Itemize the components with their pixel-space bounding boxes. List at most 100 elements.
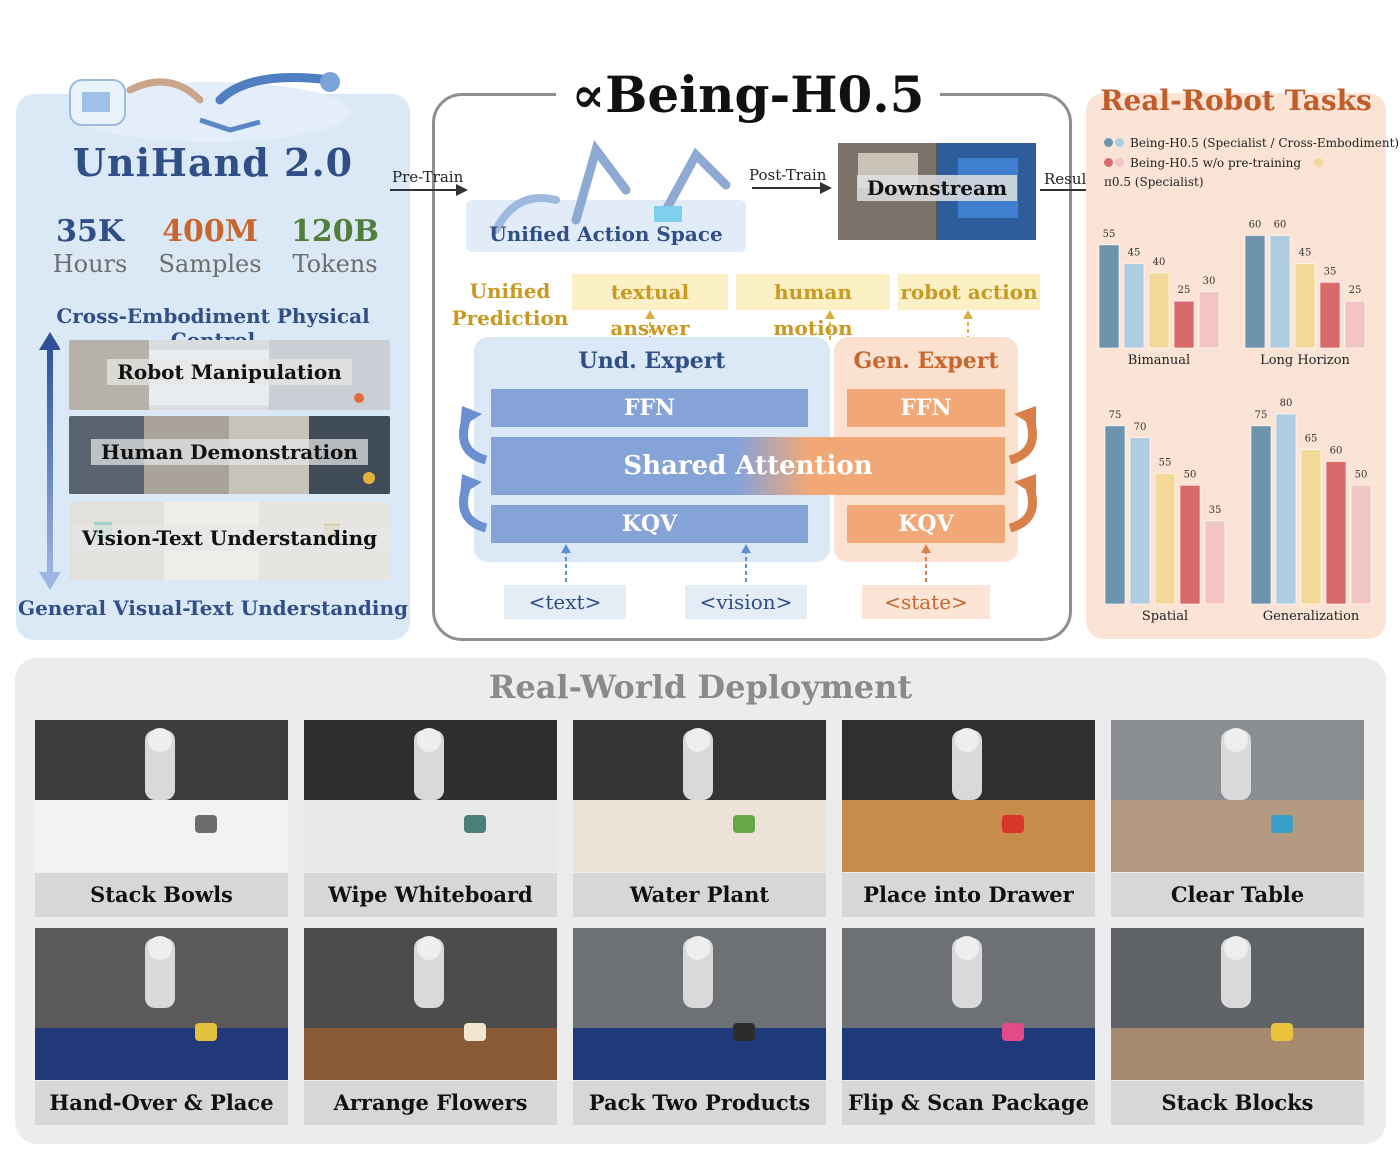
vision-text-label: Vision-Text Understanding (71, 525, 388, 551)
task-caption: Stack Bowls (35, 873, 288, 917)
task-image (842, 928, 1095, 1080)
hands-illustration (69, 72, 350, 142)
deployment-title: Real-World Deployment (488, 668, 913, 706)
legend-label: Being-H0.5 (Specialist / Cross-Embodimen… (1130, 136, 1400, 150)
task-image (304, 720, 557, 872)
chart-bar (1250, 425, 1272, 605)
unified-action-space-label: Unified Action Space (489, 222, 723, 246)
bar-value-label: 50 (1355, 469, 1368, 480)
proportional-icon: ∝ (571, 65, 606, 124)
being-title: ∝Being-H0.5 (556, 62, 940, 132)
chart-bar (1344, 300, 1366, 349)
legend-dot-icon (1104, 138, 1113, 147)
und-ffn-block: FFN (491, 389, 808, 427)
bar-value-label: 60 (1249, 220, 1262, 231)
unihand-title: UniHand 2.0 (72, 140, 354, 185)
input-arrows (561, 544, 931, 582)
chart-bar (1269, 235, 1291, 349)
gen-kqv-block: KQV (847, 505, 1005, 543)
chart-bar (1173, 300, 1195, 349)
gen-expert-title: Gen. Expert (853, 348, 999, 374)
bar-value-label: 45 (1299, 248, 1312, 259)
chart-bar (1129, 437, 1151, 605)
robot-manipulation-strip: Robot Manipulation (69, 340, 390, 410)
human-demonstration-strip: Human Demonstration (69, 416, 390, 494)
task-caption: Clear Table (1111, 873, 1364, 917)
chart-bar (1104, 425, 1126, 605)
being-title-text: Being-H0.5 (605, 65, 925, 124)
chart-bar (1319, 282, 1341, 349)
chart-bar (1098, 244, 1120, 349)
task-caption: Wipe Whiteboard (304, 873, 557, 917)
legend-dot-icon (1104, 158, 1113, 167)
legend-dot-icon (1115, 138, 1124, 147)
bar-value-label: 75 (1255, 410, 1268, 421)
chart-bar (1325, 461, 1347, 605)
unified-prediction-label: Unified Prediction (451, 279, 569, 330)
legend-label: Being-H0.5 w/o pre-training (1130, 156, 1302, 170)
posttrain-arrow-icon (752, 182, 832, 194)
robot-arms-illustration (466, 140, 746, 252)
human-motion-tag: human motion (736, 274, 890, 340)
bar-value-label: 80 (1280, 398, 1293, 409)
posttrain-label: Post-Train (749, 166, 827, 184)
task-image (304, 928, 557, 1080)
gen-residual-arrows (1008, 406, 1037, 533)
task-image (842, 720, 1095, 872)
stat-hours-label: Hours (52, 250, 128, 278)
task-caption: Stack Blocks (1111, 1081, 1364, 1125)
bar-value-label: 25 (1178, 285, 1191, 296)
stat-samples-value: 400M (162, 214, 258, 249)
und-residual-arrows (459, 406, 488, 533)
general-visual-text-label: General Visual-Text Understanding (17, 596, 408, 620)
chart-bar (1198, 291, 1220, 349)
task-caption: Flip & Scan Package (842, 1081, 1095, 1125)
downstream-label: Downstream (856, 175, 1018, 201)
vision-input-tag: <vision> (685, 585, 807, 619)
und-kqv-block: KQV (491, 505, 808, 543)
chart-bar (1204, 520, 1226, 605)
robot-action-tag: robot action (898, 274, 1040, 310)
state-input-tag: <state> (862, 585, 990, 619)
bar-value-label: 35 (1324, 266, 1337, 277)
task-caption: Place into Drawer (842, 873, 1095, 917)
stat-tokens-value: 120B (291, 214, 379, 249)
robot-manipulation-label: Robot Manipulation (107, 359, 352, 385)
bar-value-label: 60 (1274, 220, 1287, 231)
task-caption: Hand-Over & Place (35, 1081, 288, 1125)
legend-dot-icon (1115, 158, 1124, 167)
task-image (35, 720, 288, 872)
text-input-tag: <text> (504, 585, 626, 619)
task-image (1111, 928, 1364, 1080)
bar-value-label: 75 (1109, 410, 1122, 421)
bar-value-label: 35 (1209, 505, 1222, 516)
chart-bar (1300, 449, 1322, 605)
stat-hours-value: 35K (56, 214, 124, 249)
bar-value-label: 25 (1349, 285, 1362, 296)
stat-samples-label: Samples (158, 250, 262, 278)
legend: Being-H0.5 (Specialist / Cross-Embodimen… (1104, 132, 1400, 189)
downstream-label-wrap: Downstream (838, 175, 1036, 201)
chart-bar (1154, 473, 1176, 605)
real-robot-tasks-title: Real-Robot Tasks (1100, 84, 1372, 117)
bar-value-label: 55 (1159, 457, 1172, 468)
task-caption: Water Plant (573, 873, 826, 917)
chart-title: Spatial (1142, 609, 1188, 624)
task-image (1111, 720, 1364, 872)
chart-bar (1244, 235, 1266, 349)
task-caption: Arrange Flowers (304, 1081, 557, 1125)
chart-title: Bimanual (1128, 353, 1190, 368)
bar-value-label: 55 (1103, 229, 1116, 240)
bar-value-label: 40 (1153, 257, 1166, 268)
bar-value-label: 30 (1203, 276, 1216, 287)
pretrain-arrow-icon (390, 184, 468, 196)
chart-title: Generalization (1263, 609, 1360, 624)
task-image (573, 720, 826, 872)
legend-item-being: Being-H0.5 (Specialist / Cross-Embodimen… (1104, 132, 1400, 152)
stat-tokens-label: Tokens (292, 250, 378, 278)
bar-value-label: 65 (1305, 434, 1318, 445)
double-arrow-icon (39, 332, 60, 590)
textual-answer-tag: textual answer (572, 274, 728, 340)
human-demonstration-label: Human Demonstration (91, 439, 368, 465)
